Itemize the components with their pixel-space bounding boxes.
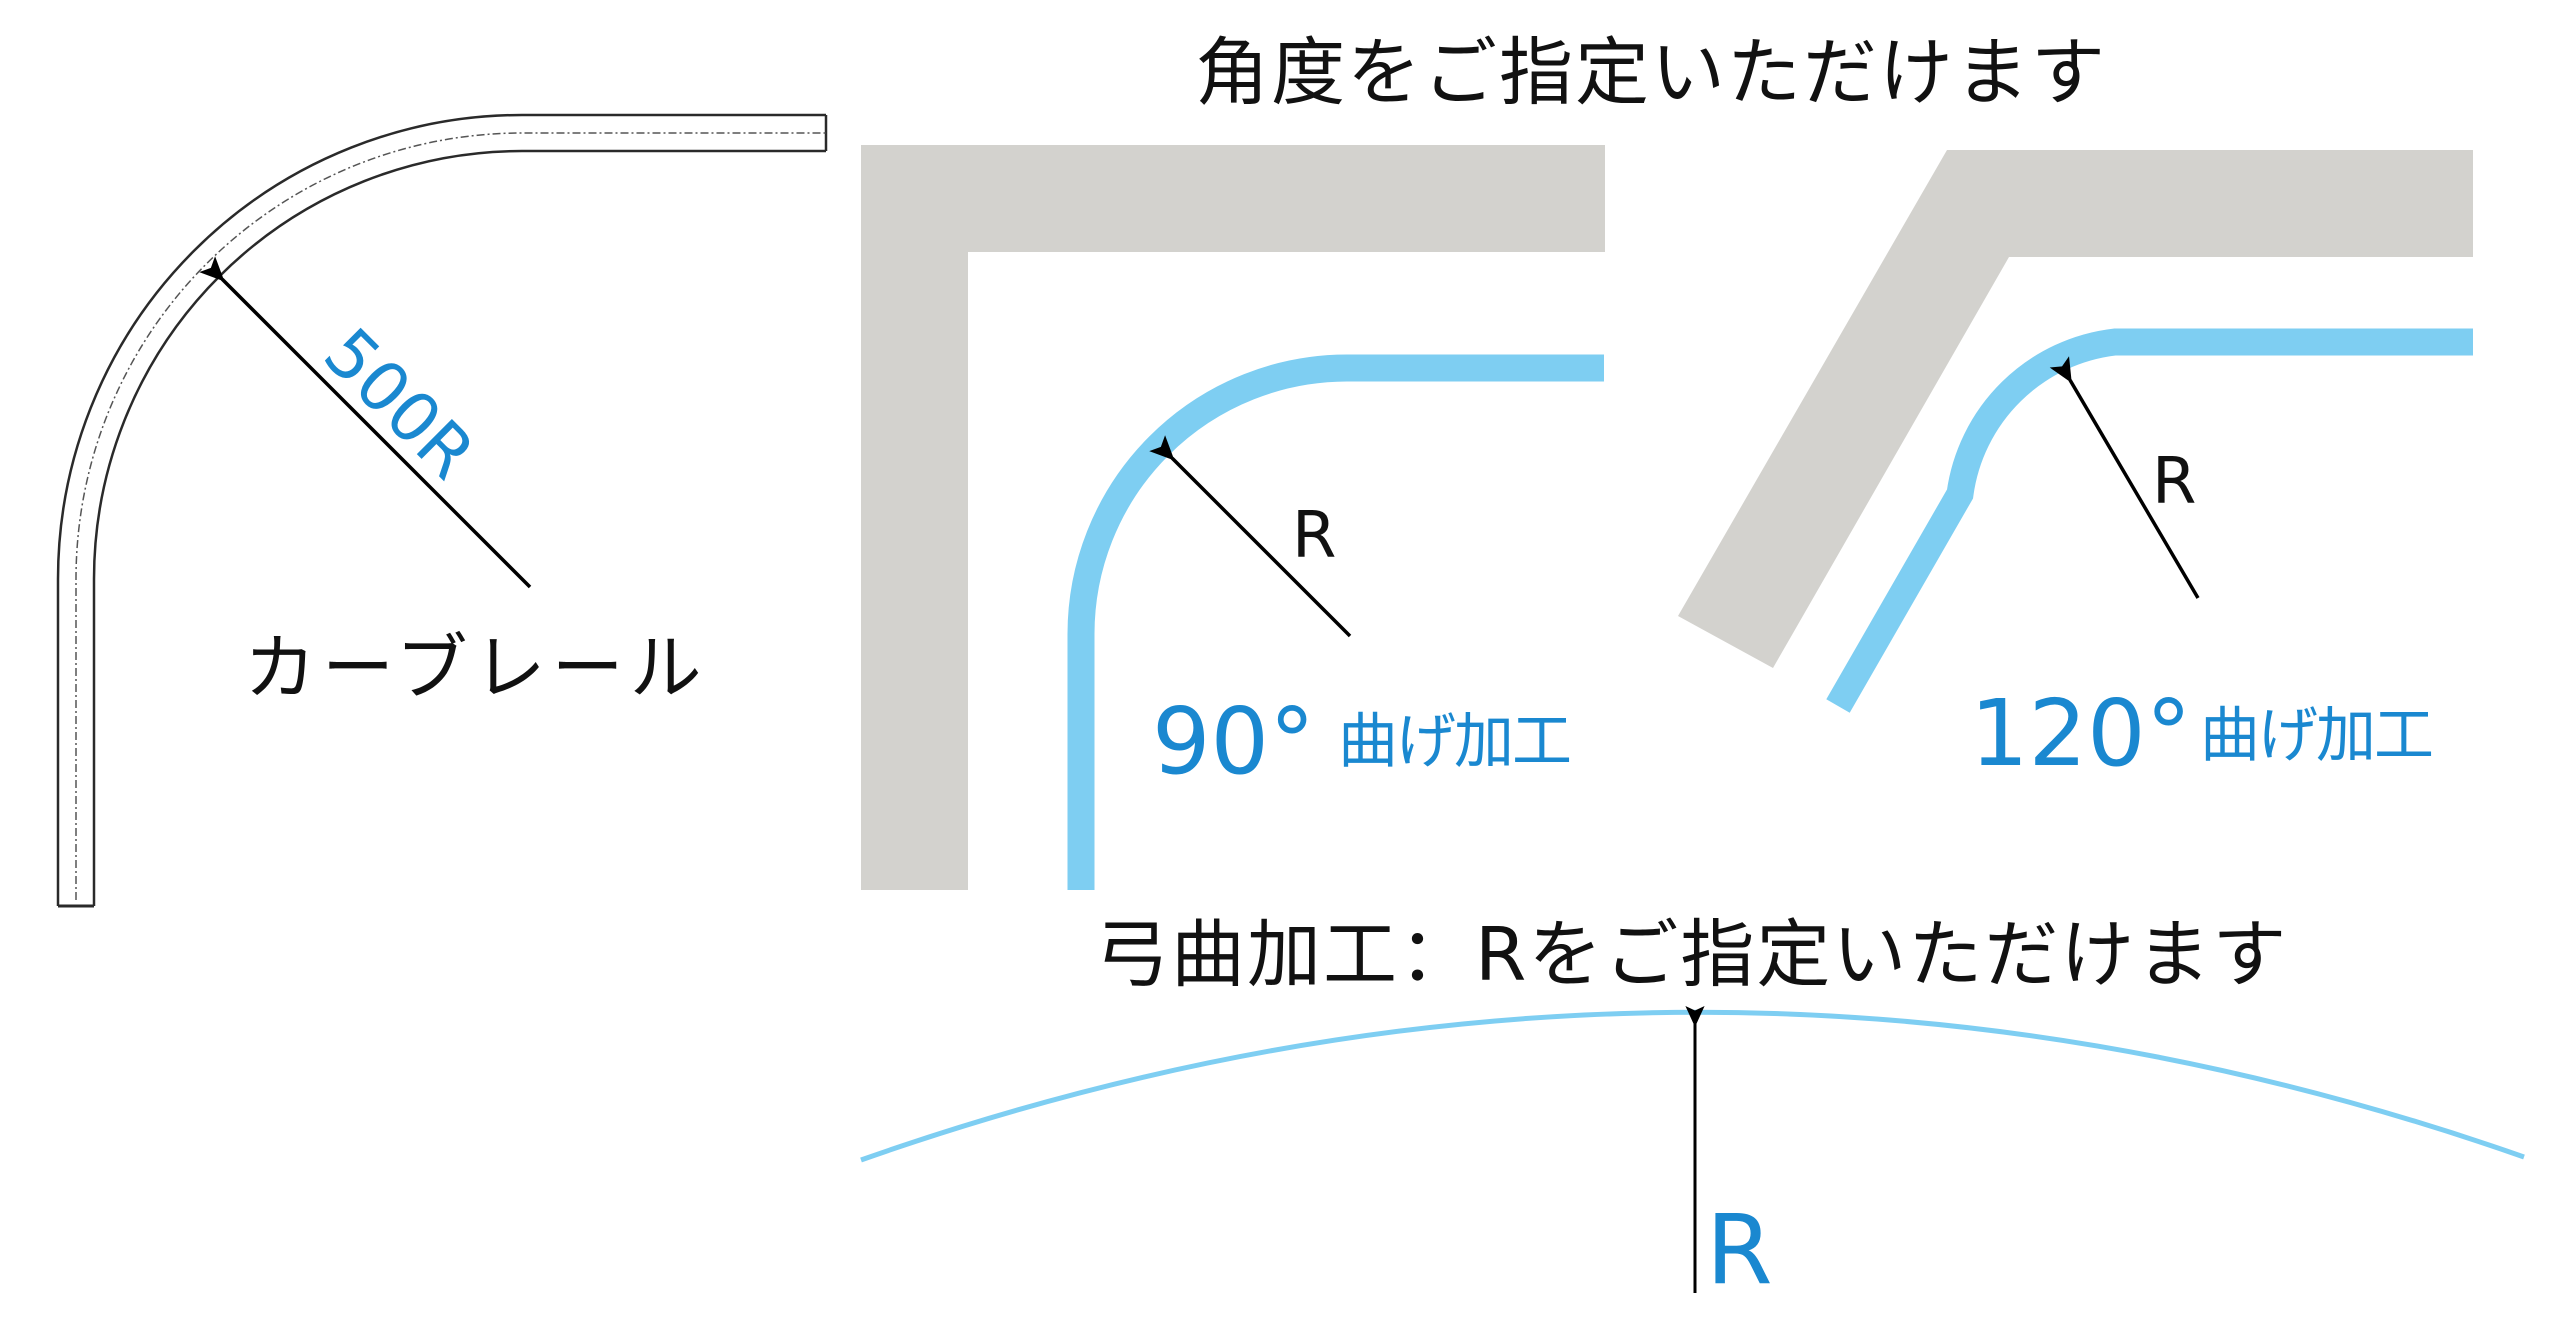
radius-arrow-500r [199, 256, 532, 589]
arc-rail [860, 1009, 2525, 1163]
radius-label-90: R [1292, 499, 1337, 573]
rail-outer-edge [56, 113, 826, 906]
process-label-90: 曲げ加工 [1338, 707, 1572, 777]
angle-label-120: 120° [1970, 680, 2192, 787]
rail-bend-120 [1826, 328, 2473, 713]
radius-arrow-120 [2049, 356, 2200, 599]
bend-120-panel [1678, 150, 2473, 713]
rail-inner-edge [92, 149, 826, 906]
angle-label-90: 90° [1152, 688, 1316, 795]
curve-rail-caption: カーブレール [244, 626, 708, 710]
arc-section-title: 弓曲加工：Rをご指定いただけます [1095, 912, 2289, 998]
wall-corner-120 [1678, 150, 2473, 668]
wall-corner-90 [861, 145, 1605, 890]
curve-rail-drawing [56, 113, 828, 908]
radius-label-arc: R [1706, 1194, 1773, 1306]
radius-arrow-90 [1149, 435, 1352, 638]
bend-90-panel [861, 145, 1605, 890]
process-label-120: 曲げ加工 [2200, 701, 2434, 771]
angle-section-title: 角度をご指定いただけます [1195, 30, 2107, 116]
rail-centerline [75, 132, 826, 900]
radius-label-120: R [2152, 445, 2197, 519]
arc-bend-section [860, 1006, 2525, 1293]
